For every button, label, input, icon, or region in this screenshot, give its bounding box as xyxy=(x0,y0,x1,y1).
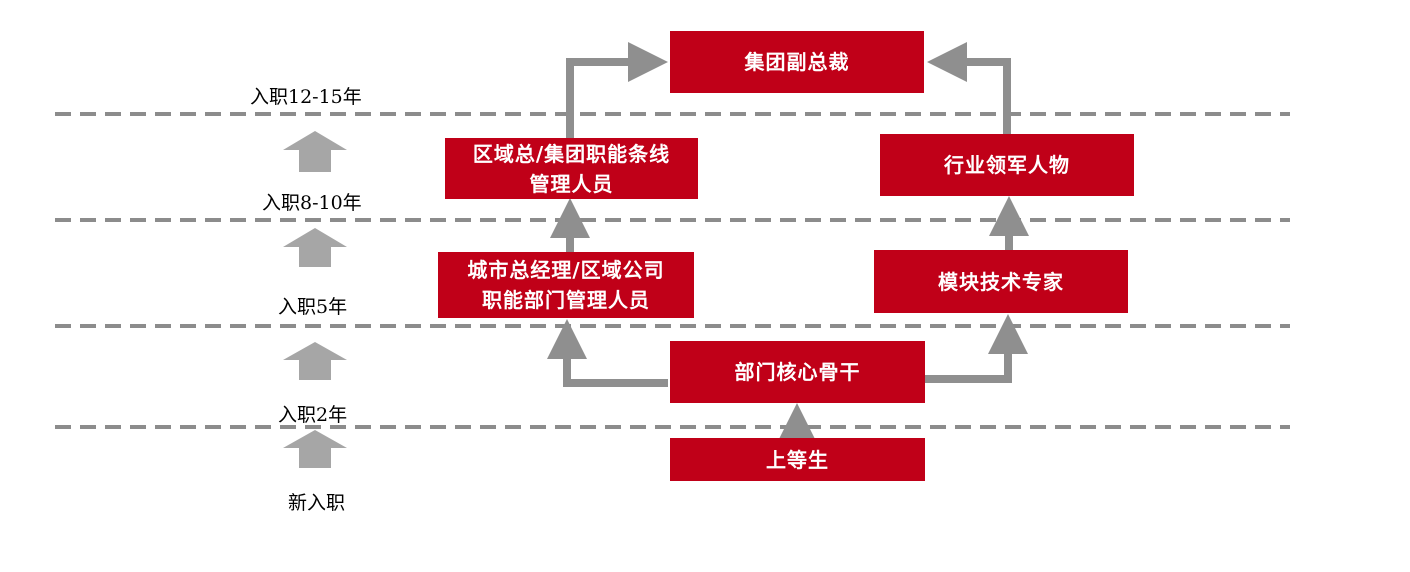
connector-arrows xyxy=(547,42,1029,443)
box-city-gm-line1: 城市总经理/区域公司 xyxy=(467,258,665,282)
box-dept-core-label: 部门核心骨干 xyxy=(734,360,861,384)
box-city-gm: 城市总经理/区域公司 职能部门管理人员 xyxy=(438,252,694,318)
box-module-expert: 模块技术专家 xyxy=(874,250,1128,313)
stage-label-8-10-years: 入职8-10年 xyxy=(262,192,362,214)
stage-up-arrow-1 xyxy=(283,131,347,172)
box-industry-leader: 行业领军人物 xyxy=(880,134,1134,196)
arrow-industry-to-vp xyxy=(927,42,1011,134)
stage-label-5-years: 入职5年 xyxy=(278,296,348,318)
box-top-graduate-label: 上等生 xyxy=(766,447,829,472)
stage-label-new-hire: 新入职 xyxy=(288,492,346,514)
box-dept-core: 部门核心骨干 xyxy=(670,341,925,403)
box-top-graduate: 上等生 xyxy=(670,438,925,481)
box-regional-manager-line2: 管理人员 xyxy=(529,171,614,196)
stage-separators xyxy=(55,112,1290,429)
box-module-expert-label: 模块技术专家 xyxy=(938,269,1064,294)
box-group-vp: 集团副总裁 xyxy=(670,31,924,93)
stage-up-arrow-2 xyxy=(283,228,347,267)
stage-up-arrows xyxy=(283,131,347,468)
stage-label-2-years: 入职2年 xyxy=(278,404,348,426)
stage-up-arrow-4 xyxy=(283,430,347,468)
arrow-regional-to-vp xyxy=(566,42,668,138)
box-industry-leader-label: 行业领军人物 xyxy=(944,153,1070,177)
stage-label-12-15-years: 入职12-15年 xyxy=(250,86,362,108)
box-group-vp-label: 集团副总裁 xyxy=(744,50,850,74)
stage-up-arrow-3 xyxy=(283,342,347,380)
arrow-core-to-citygm xyxy=(547,319,668,387)
arrow-core-to-module xyxy=(925,314,1028,383)
box-regional-manager: 区域总/集团职能条线 管理人员 xyxy=(445,138,698,199)
box-city-gm-line2: 职能部门管理人员 xyxy=(482,288,650,312)
box-regional-manager-line1: 区域总/集团职能条线 xyxy=(472,141,671,166)
